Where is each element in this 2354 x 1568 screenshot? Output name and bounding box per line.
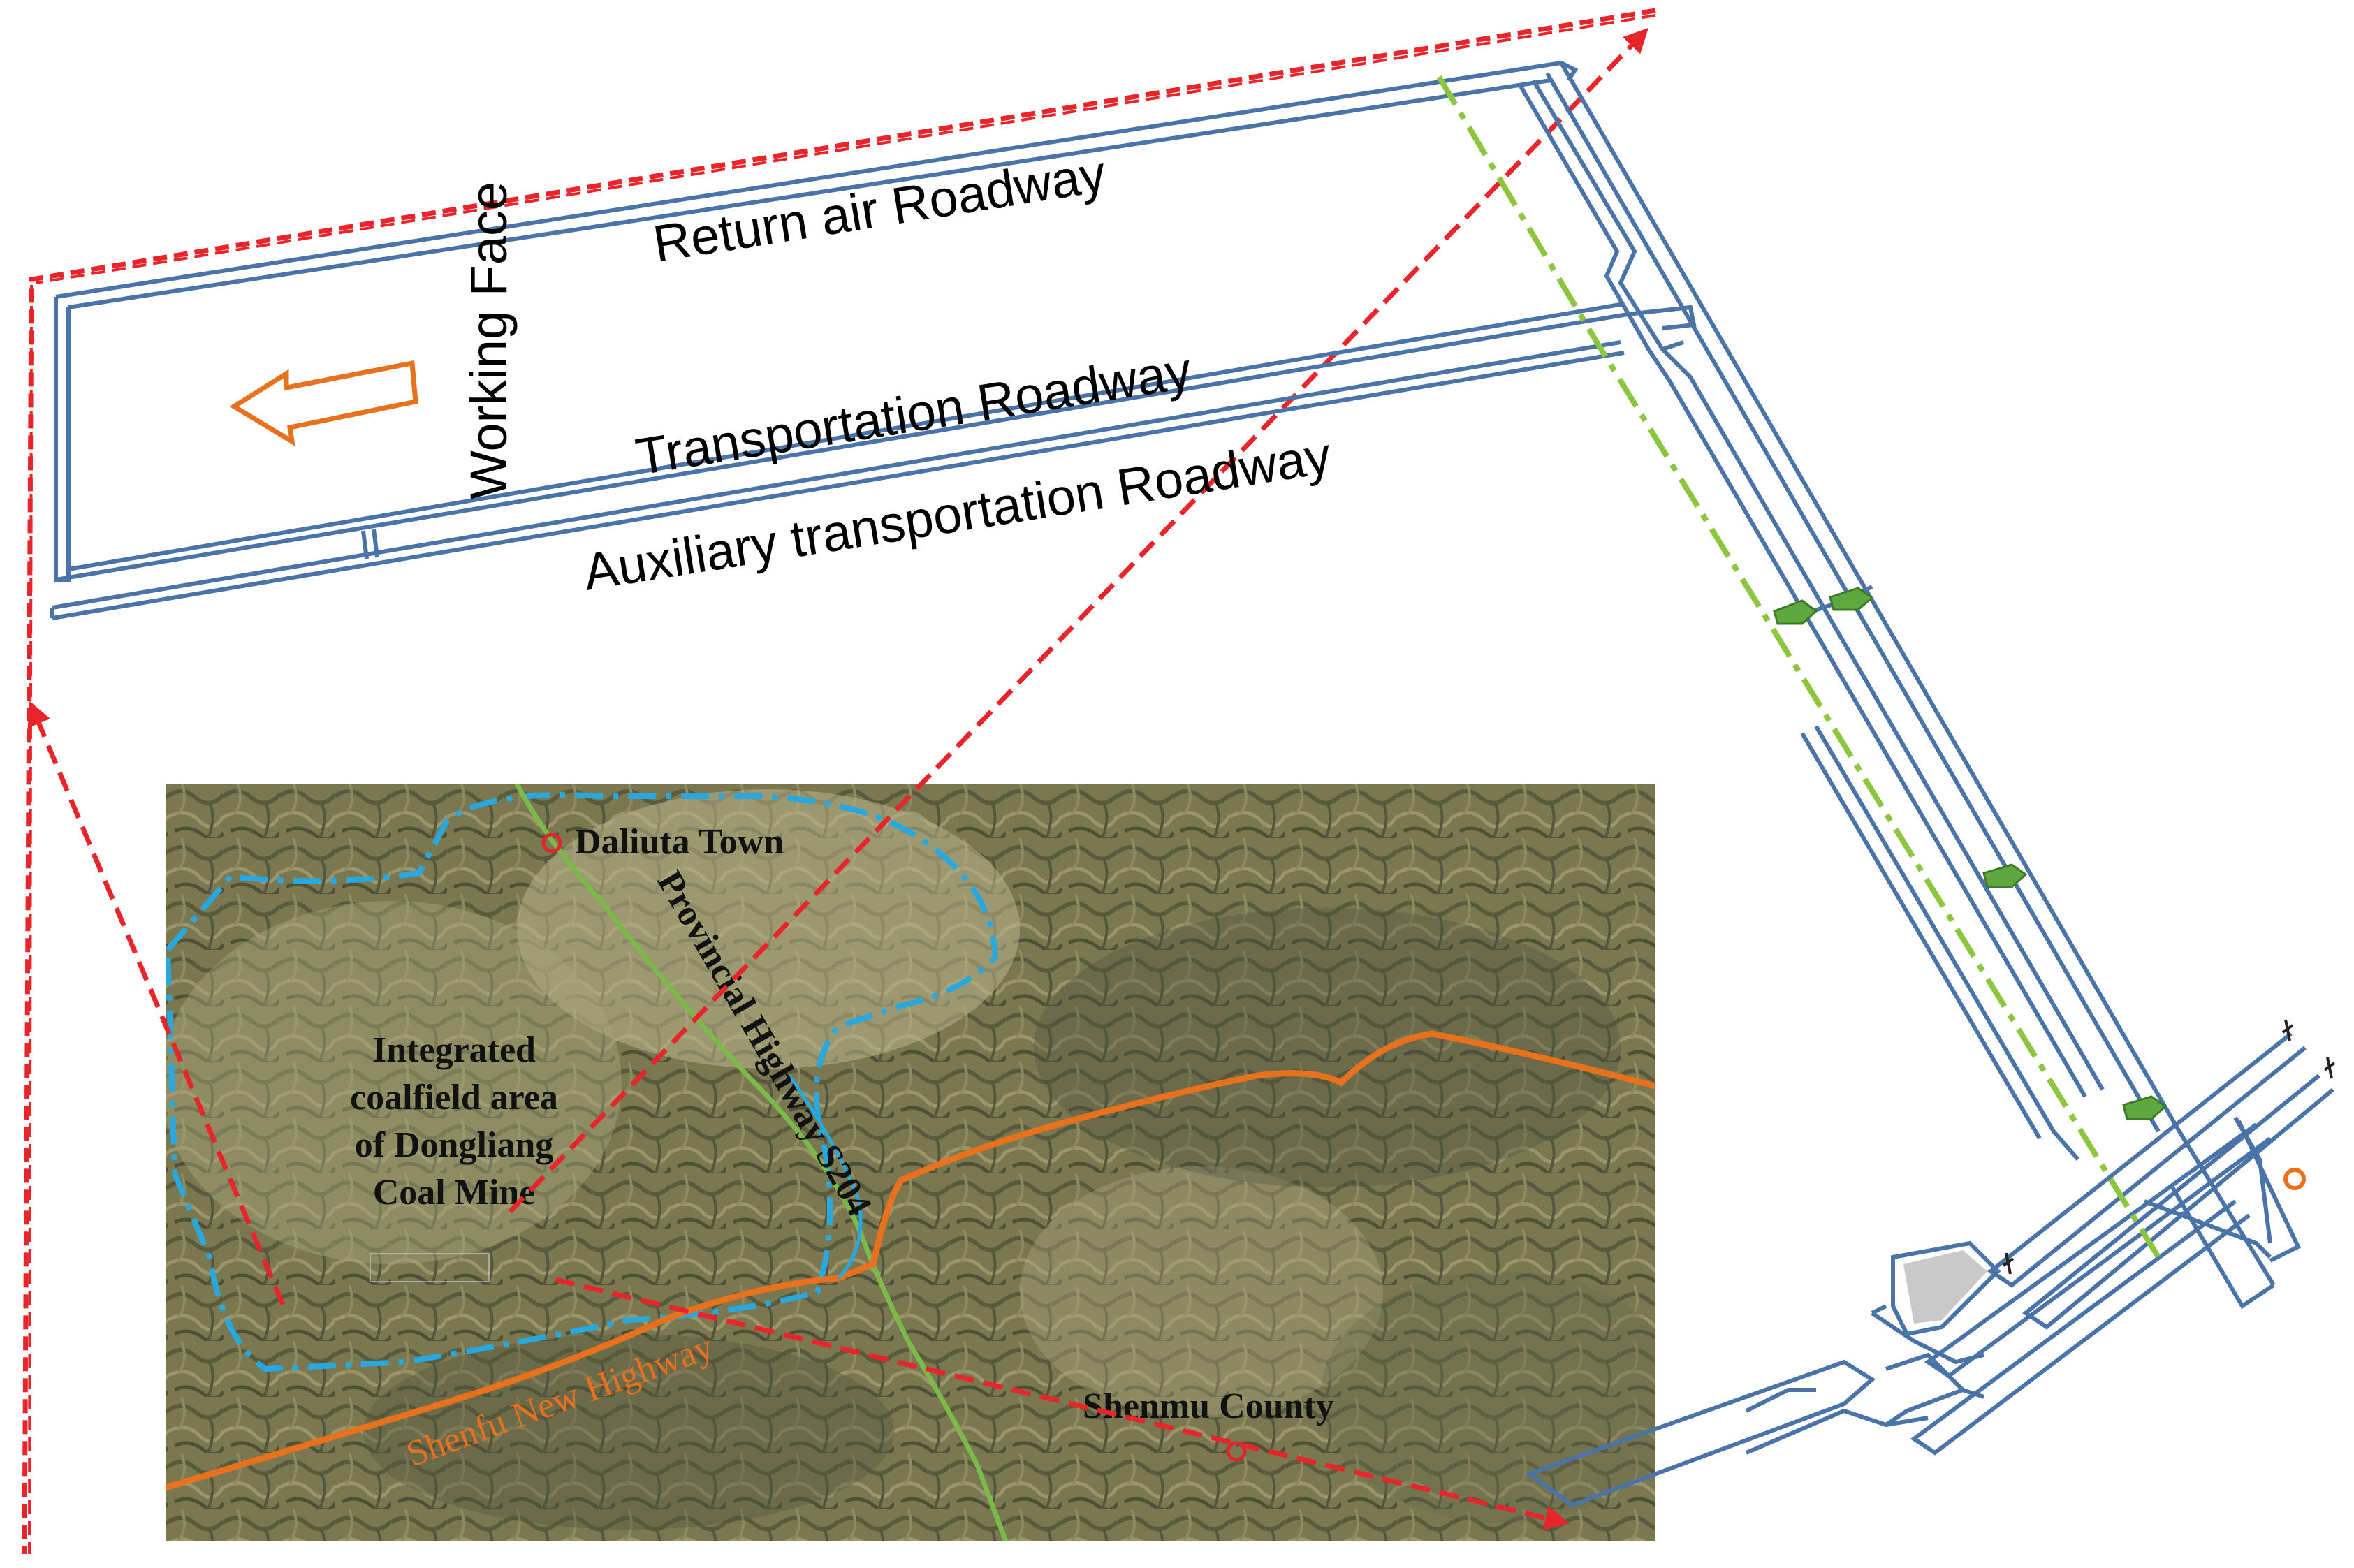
- chamber-4: [2122, 1095, 2167, 1120]
- chamber-1: [1773, 599, 1818, 625]
- arrow-to-top-right: [508, 27, 1648, 1214]
- daliuta-town-label: Daliuta Town: [575, 822, 784, 862]
- satellite-map: Daliuta Town Provincial Highway S204 Int…: [166, 784, 1655, 1541]
- mine-site-marker: [370, 1253, 490, 1282]
- inclined-shaft-outline: [1525, 1359, 1876, 1508]
- callout-boundary: [22, 8, 1656, 1555]
- shenmu-county-marker: [1226, 1441, 1247, 1462]
- main-roadway-1: [1559, 61, 2276, 1287]
- branch-roadway-1: [1814, 725, 2080, 1161]
- coalfield-label-line-4: Coal Mine: [373, 1173, 536, 1212]
- chamber-markers: [1773, 587, 2167, 1120]
- chamber-3: [1982, 863, 2028, 888]
- provincial-highway-line: [514, 784, 1009, 1541]
- mining-direction-arrow: [229, 360, 418, 446]
- shenfu-highway-line: [166, 1030, 1655, 1491]
- transportation-roadway-inner: [68, 302, 1625, 571]
- roadway-end-markers: [2002, 1019, 2336, 1275]
- shenmu-county-label: Shenmu County: [1083, 1386, 1334, 1426]
- coalfield-label-line-2: coalfield area: [350, 1078, 558, 1118]
- coalfield-label: Integrated coalfield area of Dongliang C…: [350, 1030, 558, 1212]
- roadway-schematic: [50, 60, 2334, 1508]
- river-line: [787, 1074, 863, 1280]
- shaft-bottom-outline: [1891, 1240, 2001, 1337]
- diagonal-branch-1: [1987, 1032, 2307, 1288]
- callout-outline: [22, 8, 1656, 1555]
- chamber-2: [1829, 587, 1874, 611]
- transportation-roadway-outer: [55, 312, 1628, 582]
- arrow-to-bottom-right: [555, 1277, 1570, 1530]
- coalfield-boundary: [166, 792, 999, 1372]
- auxiliary-roadway-inner: [52, 351, 1625, 620]
- return-air-roadway-inner: [68, 78, 1551, 309]
- working-face-left-edge: [54, 297, 71, 582]
- shaft-area: [1903, 1250, 1987, 1324]
- main-roadway-3: [1531, 79, 2105, 1091]
- daliuta-town-marker: [541, 833, 562, 853]
- coalfield-label-line-3: of Dongliang: [355, 1125, 554, 1165]
- ventilation-shaft-marker: [2283, 1168, 2306, 1190]
- coalfield-label-line-1: Integrated: [372, 1030, 536, 1070]
- diagonal-branch-2: [2022, 1074, 2334, 1330]
- working-face-label: Working Face: [460, 182, 518, 499]
- callout-arrows: [27, 27, 1648, 1530]
- arrow-to-left-edge: [27, 701, 286, 1306]
- auxiliary-roadway-outer: [52, 340, 1621, 610]
- boundary-line-green: [1436, 75, 2161, 1259]
- return-air-roadway-outer: [55, 60, 1579, 299]
